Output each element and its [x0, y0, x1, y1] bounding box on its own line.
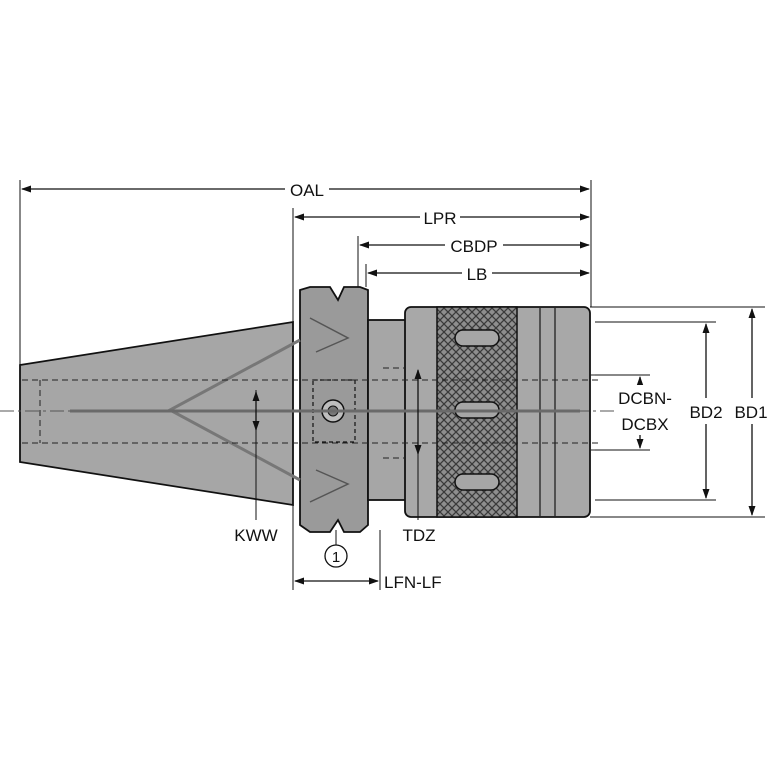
taper-shank	[19, 320, 294, 507]
flange-v-bottom	[309, 469, 350, 503]
label-bd2: BD2	[689, 403, 722, 422]
label-kww: KWW	[234, 526, 277, 545]
dimension-labels: OAL LPR CBDP LB BD1 BD2 DCBN- DCBX KWW T…	[234, 178, 767, 592]
label-dcbn: DCBN-	[618, 389, 672, 408]
label-oal: OAL	[290, 181, 324, 200]
flange-v-top	[309, 317, 350, 353]
nut-slot-top	[454, 329, 500, 347]
label-cbdp: CBDP	[450, 237, 497, 256]
label-bd1: BD1	[734, 403, 767, 422]
label-tdz: TDZ	[402, 526, 435, 545]
callout-marker: 1	[324, 544, 348, 568]
nut-slot-bottom	[454, 473, 500, 491]
callout-number: 1	[332, 549, 340, 566]
label-lb: LB	[467, 265, 488, 284]
label-lpr: LPR	[423, 209, 456, 228]
label-dcbx: DCBX	[621, 415, 668, 434]
label-lfn-lf: LFN-LF	[384, 573, 442, 592]
